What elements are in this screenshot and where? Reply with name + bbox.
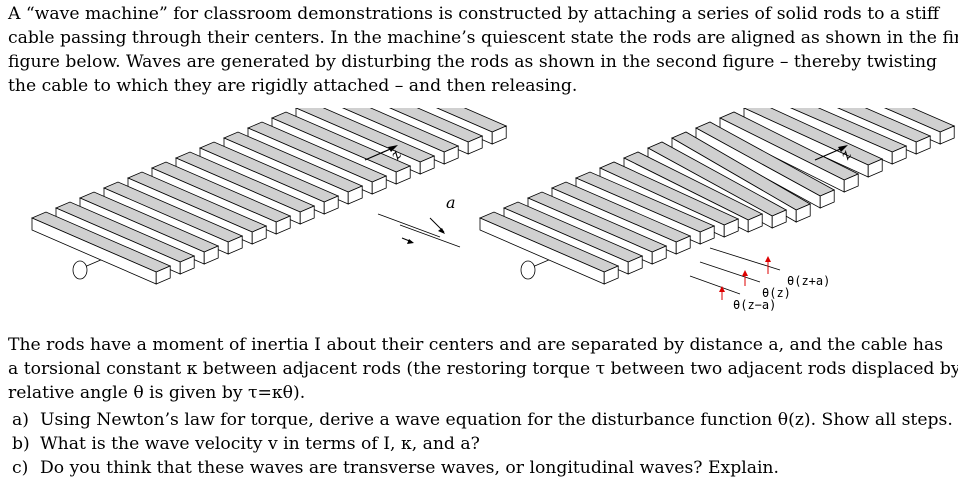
intro-line: figure below. Waves are generated by dis… (8, 52, 938, 72)
disturbed-rods (478, 108, 956, 285)
intro-paragraph: A “wave machine” for classroom demonstra… (8, 2, 958, 98)
body-line: relative angle θ is given by τ=κθ). (8, 383, 306, 403)
question-label: b) (12, 434, 30, 454)
rod (719, 111, 860, 193)
question-text: Using Newton’s law for torque, derive a … (40, 410, 953, 430)
rod (30, 211, 172, 285)
question-list: a) Using Newton’s law for torque, derive … (12, 408, 953, 480)
body-line: a torsional constant κ between adjacent … (8, 359, 958, 379)
intro-line: cable passing through their centers. In … (8, 28, 958, 48)
body-line: The rods have a moment of inertia I abou… (8, 335, 944, 355)
angle-markers (689, 247, 781, 300)
body-paragraph: The rods have a moment of inertia I abou… (8, 333, 958, 405)
rod (695, 121, 836, 209)
angle-label-z-plus-a: θ(z+a) (787, 274, 830, 288)
question-c: c) Do you think that these waves are tran… (12, 456, 952, 480)
rod (743, 108, 884, 178)
left-axis-arrow (364, 145, 398, 161)
cable-end (72, 260, 88, 280)
rod (809, 108, 932, 155)
spacing-dimension (377, 213, 461, 248)
question-text: Do you think that these waves are transv… (40, 458, 779, 478)
right-axis-arrow (814, 145, 848, 161)
intro-line: A “wave machine” for classroom demonstra… (8, 4, 940, 24)
quiescent-rods (30, 108, 508, 285)
question-label: c) (12, 458, 29, 478)
angle-label-z: θ(z) (762, 286, 791, 300)
rod (856, 108, 956, 145)
question-a: a) Using Newton’s law for torque, derive … (12, 408, 953, 432)
cable-end (520, 260, 536, 280)
intro-line: the cable to which they are rigidly atta… (8, 76, 578, 96)
wave-machine-figure: z a z θ(z+a) θ(z) θ(z−a) (30, 108, 956, 312)
question-label: a) (12, 410, 29, 430)
spacing-label: a (446, 193, 456, 212)
question-text: What is the wave velocity v in terms of … (40, 434, 480, 454)
rod (478, 211, 620, 285)
question-b: b) What is the wave velocity v in terms o… (12, 432, 952, 456)
angle-label-z-minus-a: θ(z−a) (733, 298, 776, 312)
